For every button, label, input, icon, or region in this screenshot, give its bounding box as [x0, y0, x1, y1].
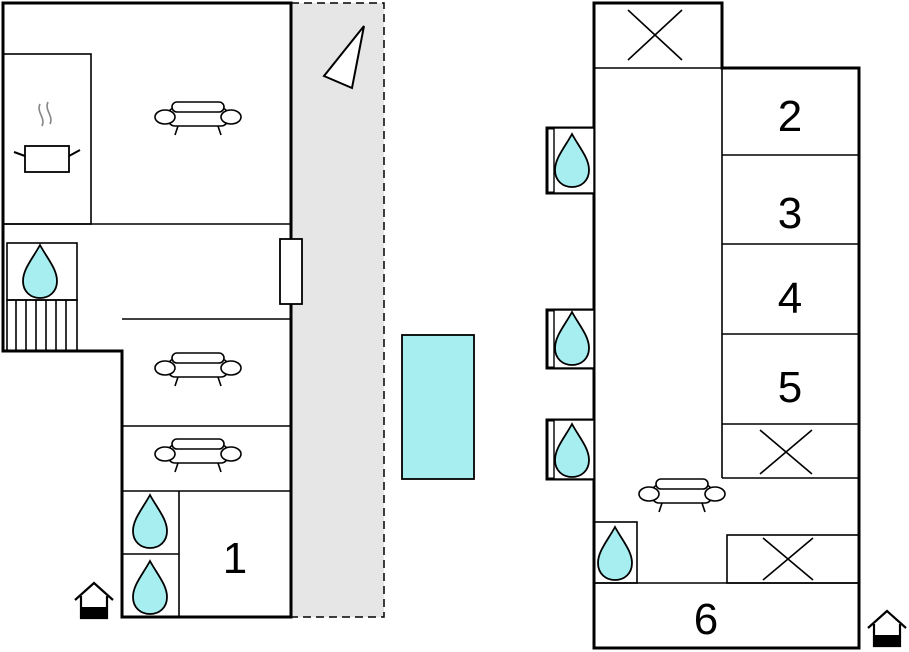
water-drop-icon: [597, 526, 633, 581]
cross-icon: [627, 9, 683, 61]
kitchen: [2, 53, 92, 225]
north-arrow-icon: [322, 25, 365, 90]
room-1-label: 1: [223, 534, 247, 583]
pool: [401, 334, 475, 480]
cross-icon: [762, 537, 814, 581]
sofa-icon: [154, 352, 242, 387]
right-building-outline: [592, 1, 861, 650]
terrace: [290, 2, 385, 618]
room-6-label: 6: [694, 595, 718, 644]
left-building-outline: [1, 1, 293, 619]
room-5-label: 5: [778, 363, 802, 412]
room-4-label: 4: [778, 274, 802, 323]
water-drop-icon: [132, 560, 168, 615]
sofa-icon: [154, 438, 242, 473]
door: [279, 238, 303, 305]
room-3-label: 3: [778, 189, 802, 238]
sofa-icon: [154, 101, 242, 136]
cooking-pot-icon: [13, 101, 81, 173]
stairs-icon: [6, 299, 78, 352]
house-entrance-icon: [866, 609, 908, 648]
storage-box: [726, 534, 860, 584]
water-drop-icon: [132, 494, 168, 549]
bathroom-inner: [593, 521, 638, 584]
sofa-icon: [638, 478, 726, 513]
room-2-label: 2: [778, 92, 802, 141]
water-drop-icon: [22, 244, 58, 299]
cross-icon: [759, 429, 813, 475]
house-entrance-icon: [73, 581, 115, 620]
